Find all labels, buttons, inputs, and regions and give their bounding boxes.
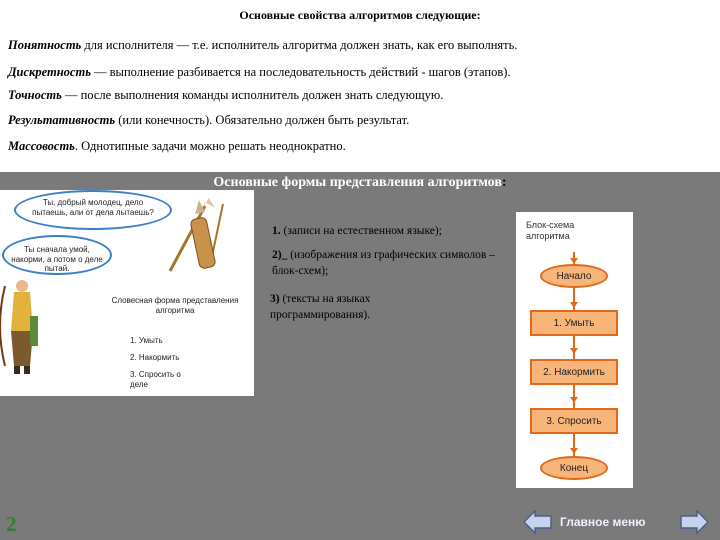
right-arrow-icon[interactable] xyxy=(680,510,708,534)
form-item-number: 3) xyxy=(270,293,280,305)
property-item: Массовость. Однотипные задачи можно реша… xyxy=(8,139,346,154)
form-item-text-continued: блок-схем); xyxy=(272,264,329,277)
property-text: для исполнителя — т.е. исполнитель алгор… xyxy=(81,38,518,52)
property-text: — после выполнения команды исполнитель д… xyxy=(61,88,444,102)
property-item: Точность — после выполнения команды испо… xyxy=(8,88,443,103)
properties-title: Основные свойства алгоритмов следующие: xyxy=(239,8,481,22)
flowchart-title: Блок-схема алгоритма xyxy=(526,220,575,241)
form-item-text-continued: программирования). xyxy=(270,308,371,321)
property-text: (или конечность). Обязательно должен быт… xyxy=(115,113,410,127)
property-term: Массовость xyxy=(8,139,75,153)
verbal-steps-list: 1. Умыть 2. Накормить 3. Спросить о деле xyxy=(130,336,185,396)
flowchart-arrow-icon xyxy=(570,448,578,454)
form-item-text: (записи на естественном языке); xyxy=(280,225,442,237)
property-term: Результативность xyxy=(8,113,116,127)
page-number: 2 xyxy=(6,512,17,536)
flowchart-node-step: 2. Накормить xyxy=(530,359,618,385)
property-term: Понятность xyxy=(8,38,82,52)
flowchart-panel: Блок-схема алгоритма Начало 1. Умыть 2. … xyxy=(516,212,633,488)
quiver-icon xyxy=(168,198,224,272)
speech-bubble-question: Ты, добрый молодец, дело пытаешь, али от… xyxy=(14,190,172,230)
flowchart-node-step: 1. Умыть xyxy=(530,310,618,336)
property-item: Понятность для исполнителя — т.е. исполн… xyxy=(8,38,517,53)
verbal-step: 3. Спросить о деле xyxy=(130,370,181,389)
verbal-step: 2. Накормить xyxy=(130,353,180,362)
properties-panel: Основные свойства алгоритмов следующие: … xyxy=(0,0,720,172)
property-item: Дискретность — выполнение разбивается на… xyxy=(8,65,511,80)
form-item-number: 2)_ xyxy=(272,249,288,261)
form-item-program: 3) (тексты на языках программирования). xyxy=(270,292,510,323)
property-term: Точность xyxy=(8,88,62,102)
flowchart-node-end: Конец xyxy=(540,456,608,480)
flowchart-arrow-icon xyxy=(570,348,578,354)
flowchart-node-start: Начало xyxy=(540,264,608,288)
verbal-form-caption: Словесная форма представления алгоритма xyxy=(111,296,239,315)
main-menu-link[interactable]: Главное меню xyxy=(560,515,646,529)
property-text: . Однотипные задачи можно решать неоднок… xyxy=(74,139,346,153)
form-item-number: 1. xyxy=(272,225,281,237)
verbal-algorithm-illustration: Ты, добрый молодец, дело пытаешь, али от… xyxy=(0,190,254,396)
flowchart-node-step: 3. Спросить xyxy=(530,408,618,434)
form-item-text: (изображения из графических символов – xyxy=(287,249,495,261)
flowchart-arrow-icon xyxy=(570,302,578,308)
forms-title-text: Основные формы представления алгоритмов xyxy=(213,175,502,190)
verbal-step: 1. Умыть xyxy=(130,336,163,345)
form-item-verbal: 1. (записи на естественном языке); xyxy=(272,224,507,240)
forms-title: Основные формы представления алгоритмов: xyxy=(0,175,720,191)
forms-title-colon: : xyxy=(501,175,507,190)
speech-bubble-answer: Ты сначала умой, накорми, а потом о деле… xyxy=(2,235,112,275)
property-item: Результативность (или конечность). Обяза… xyxy=(8,113,409,128)
form-item-graphic: 2)_ (изображения из графических символов… xyxy=(272,248,516,279)
flowchart-arrow-icon xyxy=(570,258,578,264)
form-item-text: (тексты на языках xyxy=(279,293,371,305)
property-text: — выполнение разбивается на последовател… xyxy=(90,65,511,79)
property-term: Дискретность xyxy=(8,65,91,79)
left-arrow-icon[interactable] xyxy=(524,510,552,534)
archer-figure-icon xyxy=(0,280,38,374)
flowchart-arrow-icon xyxy=(570,397,578,403)
